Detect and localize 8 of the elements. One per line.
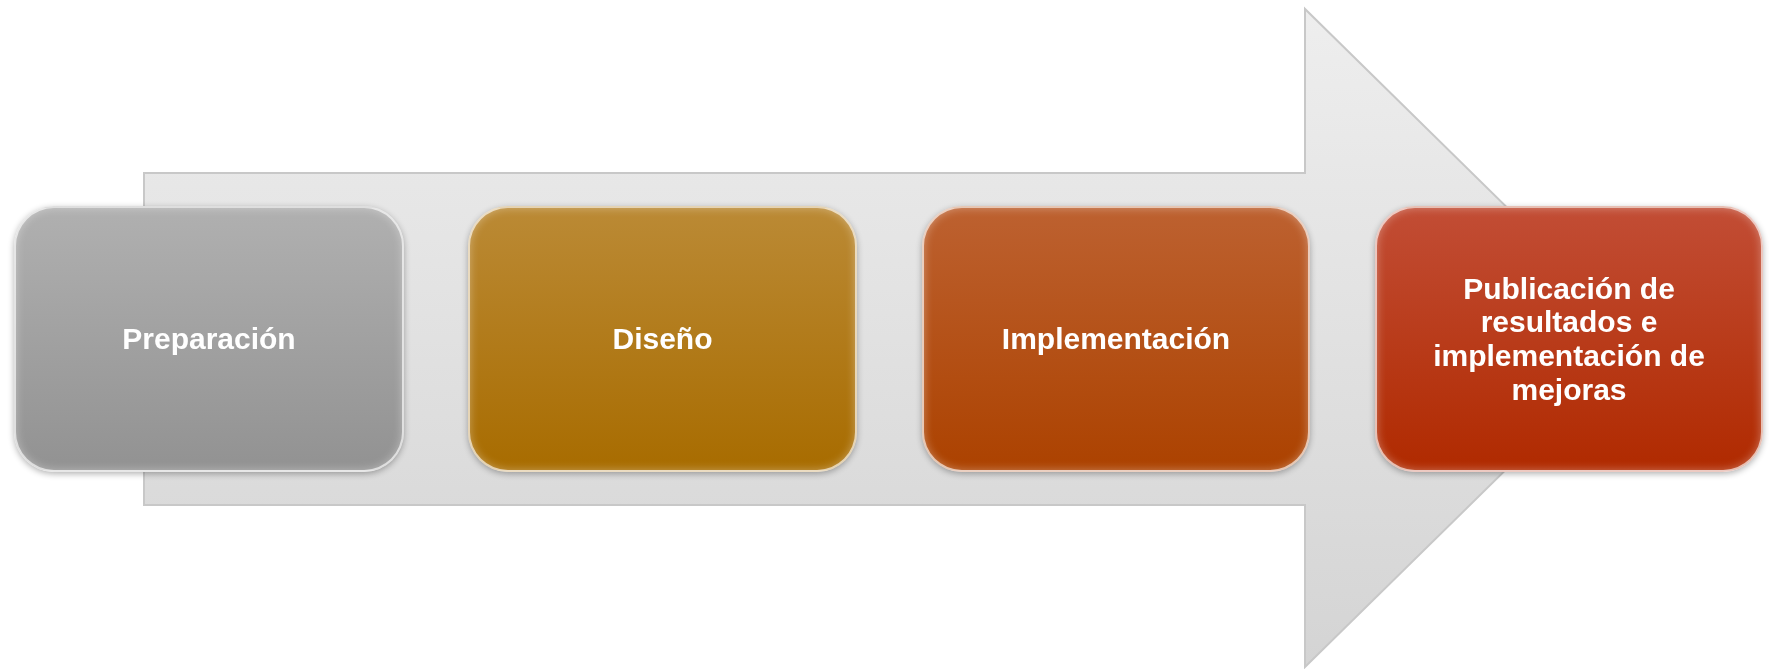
step-label: Preparación [122,322,296,356]
step-label: Diseño [612,322,713,356]
process-box [468,206,857,472]
step-label: Publicación de resultados e implementación de mejoras [1432,271,1706,407]
step-label: Implementación [1001,322,1231,356]
process-box [14,206,404,472]
process-box [922,206,1310,472]
process-box [1375,206,1763,472]
